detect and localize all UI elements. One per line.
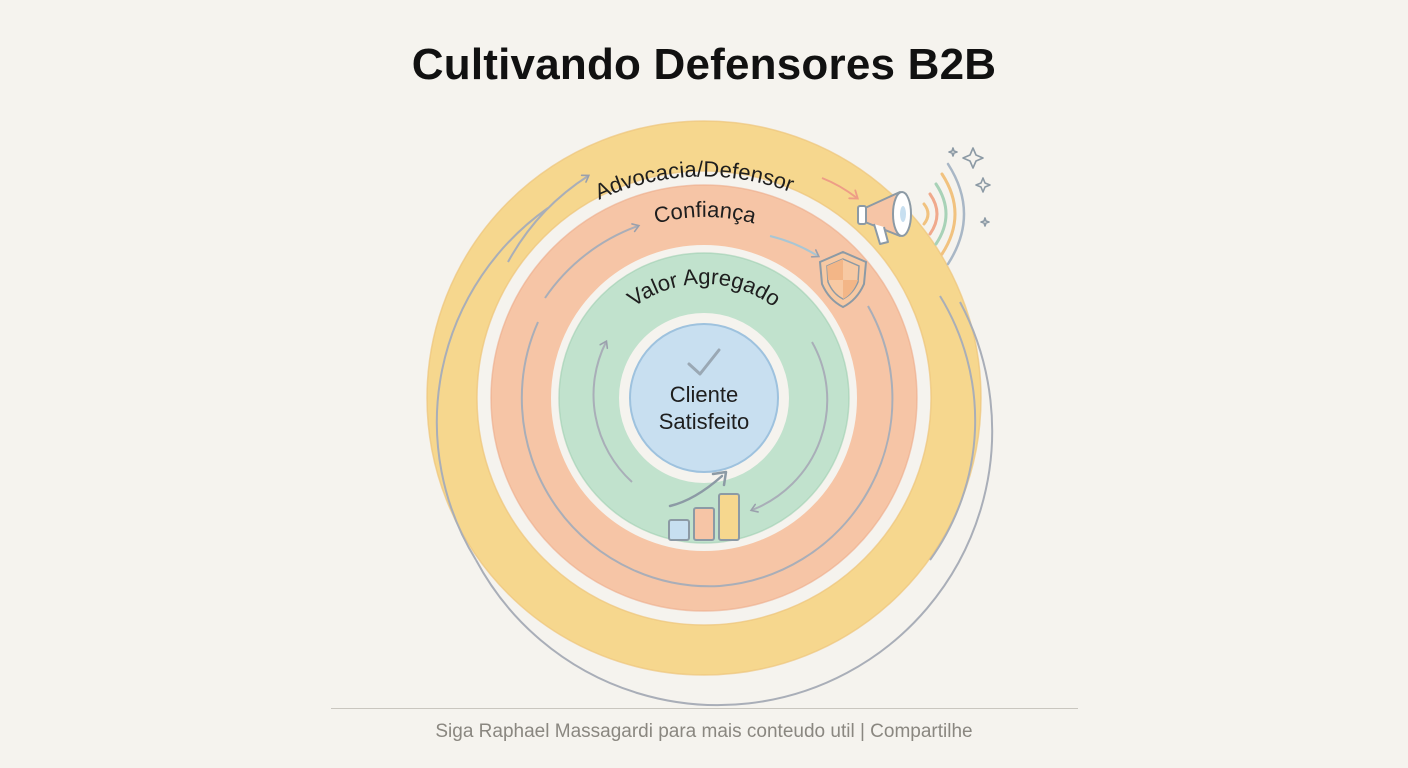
footer-divider [331,708,1078,709]
check-icon [687,348,721,376]
flow-arrow-inner [592,339,633,483]
footer-text: Siga Raphael Massagardi para mais conteu… [435,721,973,742]
center-label-line1: Cliente [670,382,738,407]
megaphone-icon [857,162,966,266]
bar-chart-icon [668,470,740,541]
flow-arrow-mid [544,223,641,299]
page-title: Cultivando Defensores B2B [411,40,997,89]
center-circle [629,323,779,473]
center-label-line2: Satisfeito [659,409,750,434]
ring-advocacy [427,121,981,675]
flow-arrow-outer [435,207,549,561]
shield-icon [818,250,868,309]
sparkle-icon [948,147,991,227]
